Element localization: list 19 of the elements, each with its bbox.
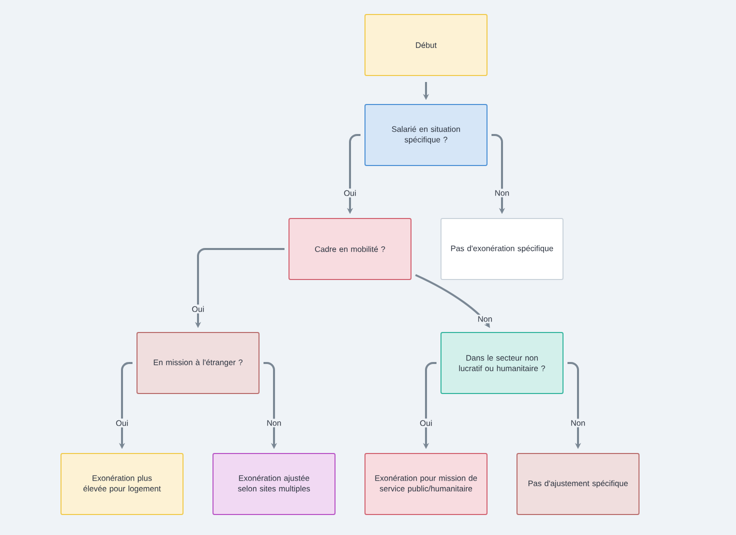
edge-label: Non	[569, 418, 587, 428]
flow-box: Exonération pour mission de service public/humanitaire	[364, 453, 488, 515]
flow-box: Exonération plus élevée pour logement	[60, 453, 184, 515]
edge-label: Non	[493, 188, 511, 198]
flow-box: Début	[364, 14, 488, 76]
edge-label: Non	[265, 418, 283, 428]
flow-box: Dans le secteur non lucratif ou humanitaire ?	[440, 332, 564, 394]
edge-label: Oui	[190, 304, 206, 314]
edge-label: Oui	[342, 188, 358, 198]
flow-box: Exonération ajustée selon sites multiples	[212, 453, 336, 515]
flow-box: Pas d'exonération spécifique	[440, 218, 564, 280]
flow-box: Cadre en mobilité ?	[288, 218, 412, 280]
arrow	[415, 274, 490, 328]
flow-box: En mission à l'étranger ?	[136, 332, 260, 394]
flow-box: Pas d'ajustement spécifique	[516, 453, 640, 515]
flow-box: Salarié en situation spécifique ?	[364, 104, 488, 166]
edge-label: Oui	[114, 418, 130, 428]
edge-label: Non	[476, 314, 494, 324]
edge-label: Oui	[418, 418, 434, 428]
